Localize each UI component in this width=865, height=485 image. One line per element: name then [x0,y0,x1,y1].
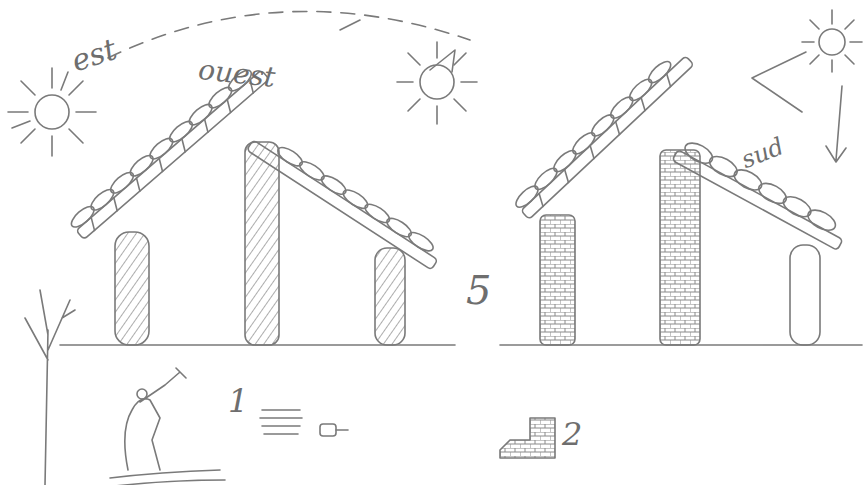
callout-number: 2 [562,418,582,450]
roof-leaf [756,179,790,207]
roof-leaf [206,84,235,111]
roof-leaf [588,112,617,140]
roof-leaf [532,165,561,193]
sun-symbol [802,10,862,72]
roof-leaf [406,229,436,254]
roof-leaf [68,203,97,230]
plank [76,70,269,239]
roof-leaf [645,58,674,86]
sun-path-arc [108,11,470,58]
roof-leaf [319,172,349,197]
roof-plank [513,47,694,219]
roof-leaf [127,152,156,179]
sun-rays [802,10,862,72]
roof-leaf [570,129,599,157]
plank [247,140,438,270]
roof-leaf [780,193,814,221]
roof-plank [247,130,445,270]
plank-lashing [535,74,675,207]
pillar [115,232,149,345]
brick-pillar [660,150,700,345]
pillar [375,248,405,345]
callout-number: 5 [466,270,491,310]
south-arrow [826,86,846,162]
figure-head [137,389,147,399]
roof-leaf [805,206,839,234]
block-mark [336,429,348,431]
pillar [790,245,820,345]
sun-disc [420,65,454,99]
brick-wall-corner [500,418,555,458]
sun-symbol [8,68,96,156]
roof-leaf [682,139,716,167]
plank-stack [260,410,302,434]
woodcutter-figure [110,368,225,485]
stone-block [320,424,336,436]
roof-leaf [607,94,636,122]
brick-pillar [540,215,575,345]
roof-leaf [275,144,305,169]
roof-leaf [108,169,137,196]
sun-disc [35,95,69,129]
tree [25,290,75,485]
plank-lashing [87,80,258,230]
sun-angle [752,52,806,112]
callout-number: 1 [228,385,248,417]
sun-rays [397,42,477,124]
roof-leaf [186,101,215,128]
roof-leaf [384,215,414,240]
roof-leaf [340,187,370,212]
sun-disc [819,29,845,55]
roof-leaf [297,158,327,183]
direction-label: est [68,34,120,77]
roof-leaf [706,152,740,180]
roof-leaf [626,76,655,104]
sun-symbol [397,42,477,124]
roof-leaf [362,201,392,226]
direction-label: sud [738,134,787,172]
roof-leaf [147,135,176,162]
roof-leaf [166,118,195,145]
roof-leaf [513,183,542,211]
plank [521,56,694,219]
roof-leaf [88,186,117,213]
direction-label: ouest [197,56,277,92]
sun-rays [8,68,96,156]
pencil-drawing [8,10,862,485]
pillar [245,142,279,345]
roof-leaf [551,147,580,175]
